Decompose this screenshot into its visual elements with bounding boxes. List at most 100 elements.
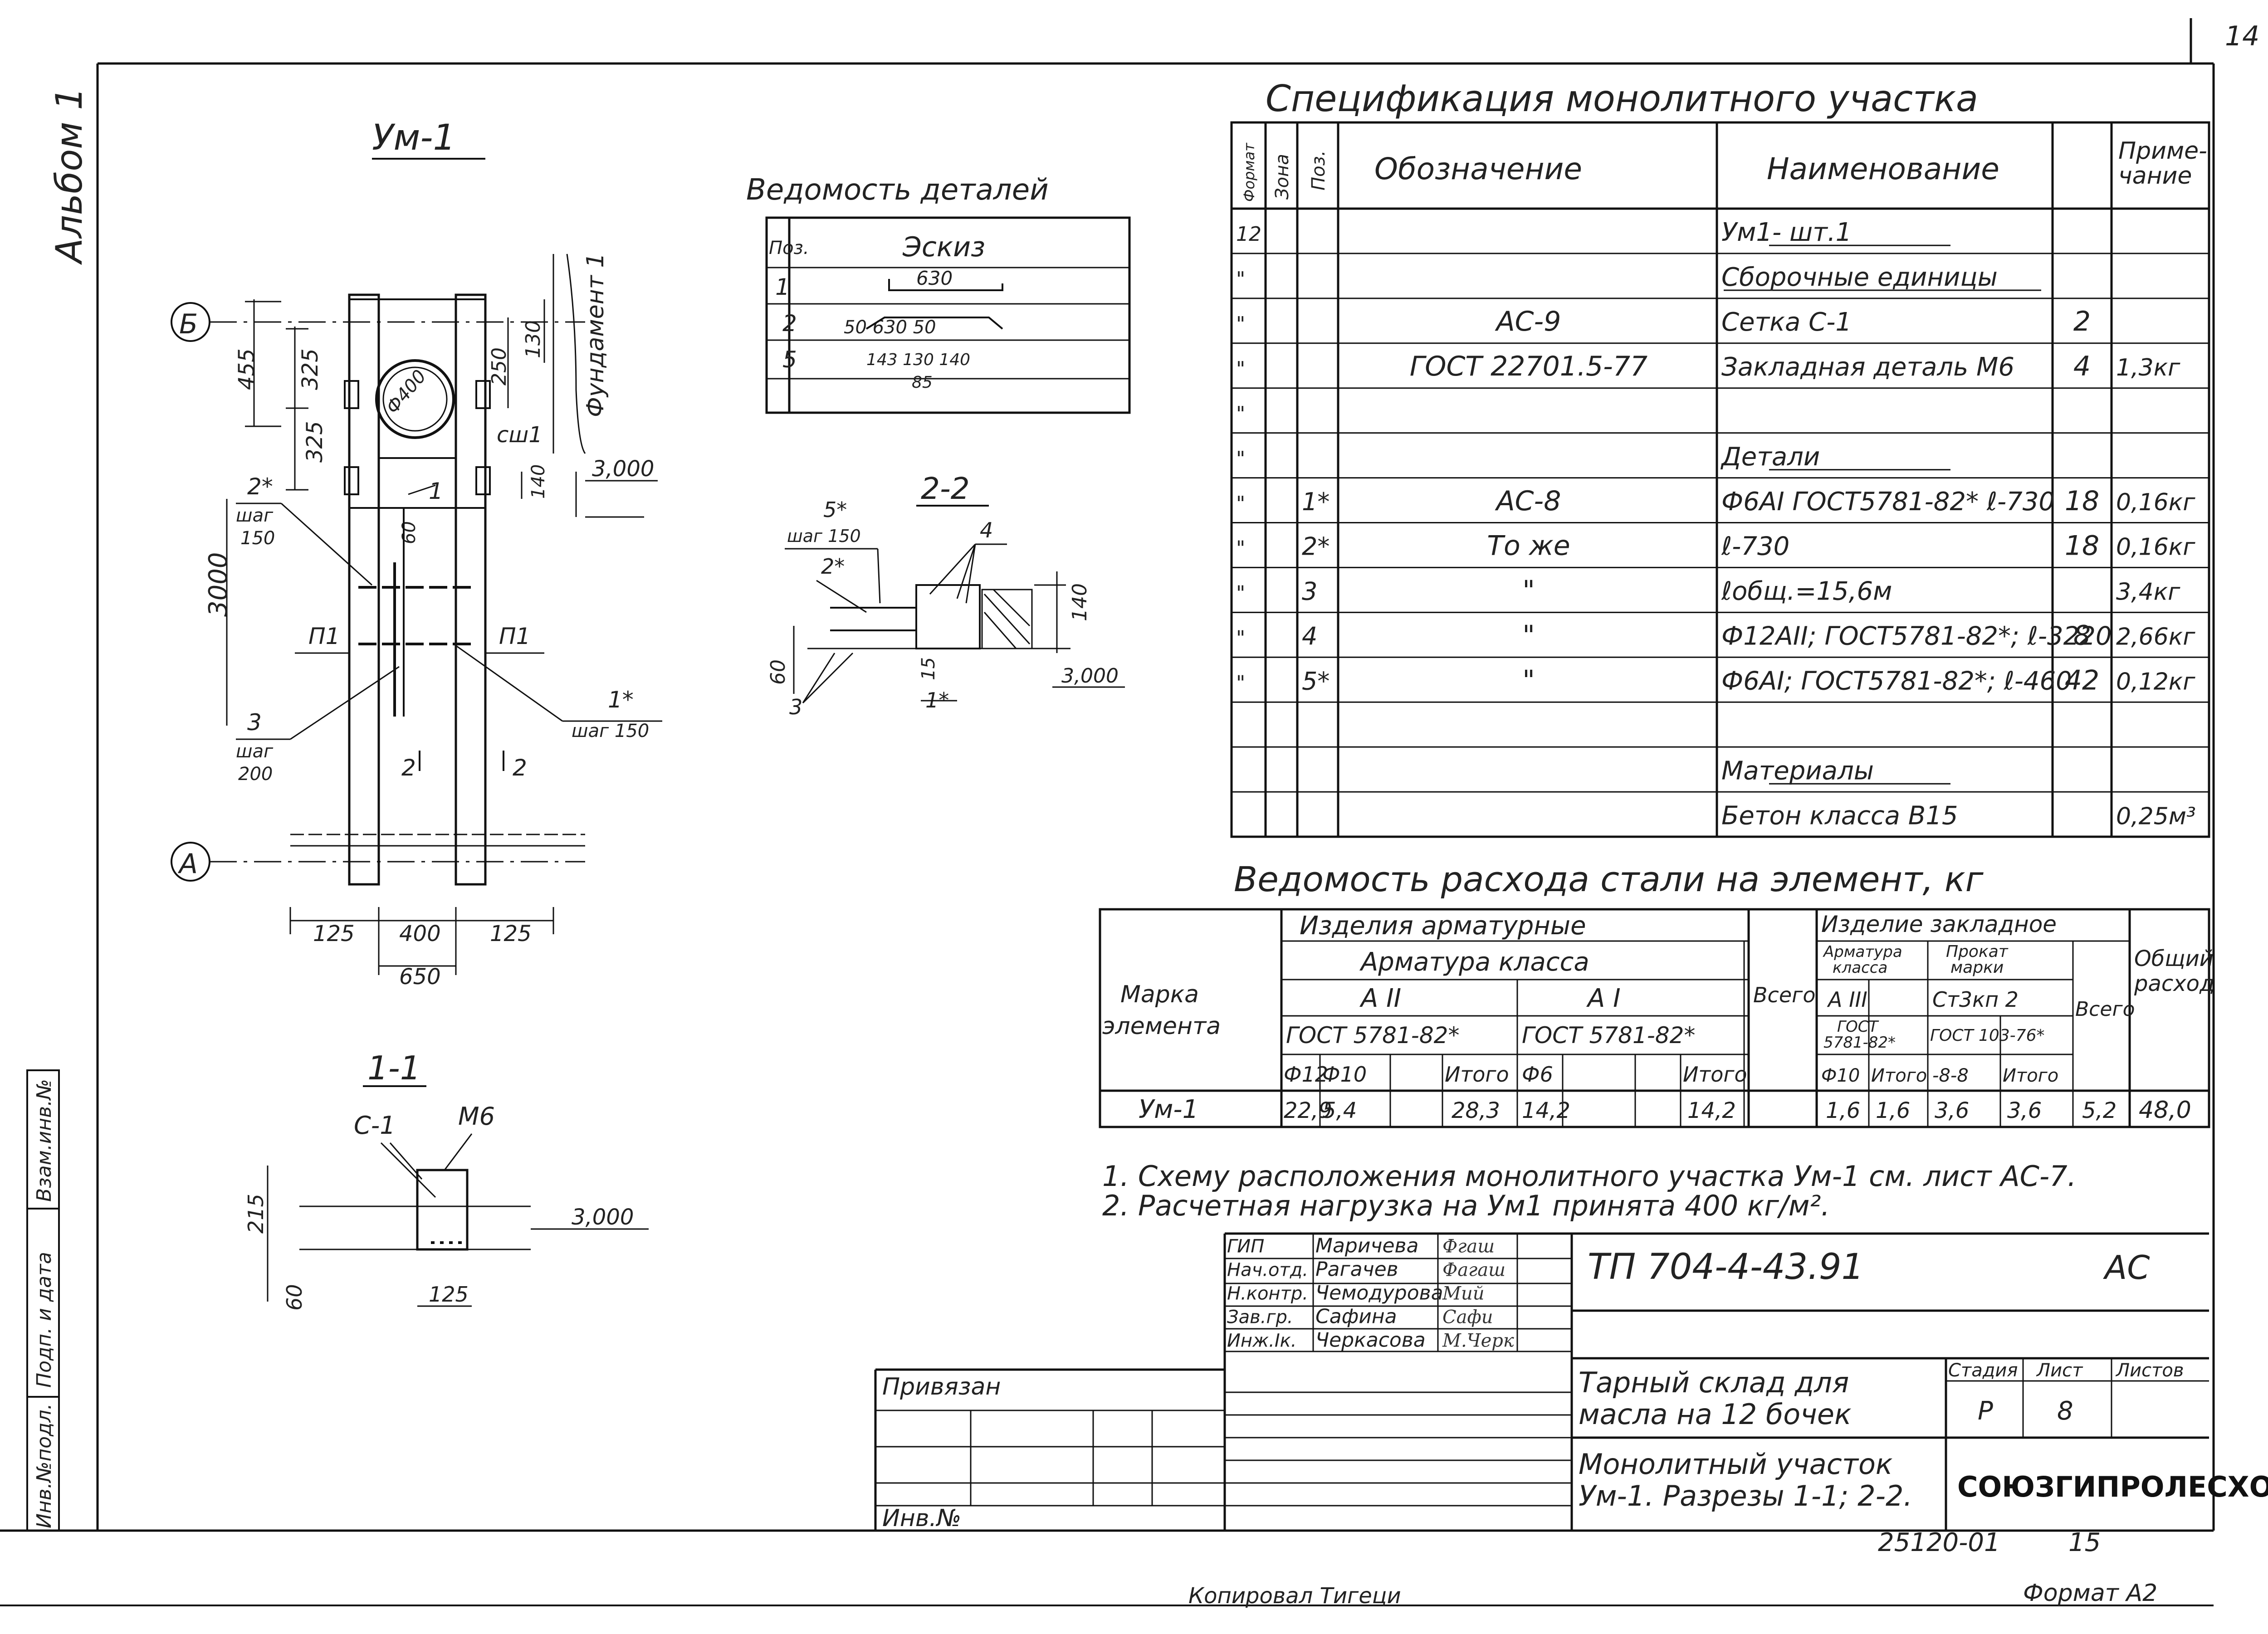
spec-pos: 4 [1302, 622, 1317, 651]
steel-h-itogo4: Итого [2003, 1065, 2058, 1086]
spec-h-zone: Зона [1272, 154, 1293, 200]
stamp-inv: Инв.№ [882, 1505, 961, 1532]
dim-400: 400 [399, 921, 441, 946]
c1-label: С-1 [354, 1111, 396, 1140]
dim-125a: 125 [313, 921, 355, 946]
axis-a-label: А [177, 848, 198, 880]
s22-2star: 2* [821, 554, 845, 579]
dim-125b: 125 [490, 921, 532, 946]
details-row1-sketch: 630 [916, 267, 953, 289]
doc-code-2: 15 [2068, 1528, 2101, 1557]
details-table: Ведомость деталей Поз. Эскиз 1 630 2 50 … [746, 173, 1131, 414]
sheet-number: 14 [2225, 20, 2259, 52]
section11-title: 1-1 [367, 1049, 421, 1087]
steel-h-total-2: расход [2134, 971, 2214, 996]
spec-note: 2,66кг [2116, 624, 2195, 651]
spec-format: " [1236, 268, 1245, 291]
shag-200-val: 200 [238, 764, 273, 785]
steel-row-f10b: 1,6 [1826, 1098, 1860, 1123]
s22-dim-15: 15 [918, 657, 939, 680]
steel-h-vsego2: Всего [2075, 998, 2135, 1021]
dim-140: 140 [528, 464, 549, 499]
sheet-frame [0, 18, 2215, 1606]
steel-row-mark: Ум-1 [1139, 1095, 1198, 1124]
spec-designation: " [1522, 665, 1535, 697]
stamp-org: СОЮЗГИПРОЛЕСХОЗ [1957, 1470, 2268, 1503]
stamp-name: Маричева [1315, 1234, 1418, 1258]
steel-h-gost-c-2: 5781-82* [1823, 1034, 1896, 1052]
spec-name: ℓ-730 [1721, 532, 1789, 561]
spec-format: " [1236, 312, 1245, 336]
side-inv-podl: Инв.№подл. [33, 1403, 56, 1528]
shag-150a-val: 150 [240, 528, 275, 549]
stamp-name: Черкасова [1315, 1329, 1426, 1352]
section-2-2: 2-2 5* шаг 150 2* 4 140 60 15 3 1* 3,000 [767, 471, 1125, 719]
spec-name: Детали [1720, 442, 1820, 472]
spec-format: 12 [1236, 223, 1261, 246]
side-vzam: Взам.инв.№ [33, 1079, 56, 1202]
s11-dim-60: 60 [282, 1284, 307, 1311]
s11-dim-215: 215 [244, 1194, 268, 1234]
spec-qty: 42 [2065, 665, 2099, 697]
mark-2star: 2* [247, 473, 273, 500]
spec-format: " [1236, 537, 1245, 560]
p1-left: П1 [308, 623, 340, 649]
steel-row-itogo1: 28,3 [1452, 1098, 1500, 1123]
steel-h-vsego1: Всего [1753, 983, 1815, 1007]
stamp-sheet: 8 [2057, 1396, 2073, 1426]
spec-note: 0,16кг [2116, 489, 2195, 516]
spec-format: " [1236, 492, 1245, 515]
stamp-sheet-title-2: Ум-1. Разрезы 1-1; 2-2. [1579, 1479, 1912, 1512]
spec-pos: 3 [1302, 577, 1317, 606]
m6-label: М6 [458, 1102, 495, 1131]
spec-name: Ф6АI; ГОСТ5781-82*; ℓ-460 [1721, 667, 2072, 696]
steel-h-f6: Ф6 [1522, 1062, 1553, 1087]
note-1: 1. Схему расположения монолитного участк… [1102, 1160, 2076, 1193]
stamp-object-2: масла на 12 бочек [1579, 1398, 1852, 1431]
steel-h-prokat-1: Прокат [1946, 942, 2009, 961]
steel-h-a3: А III [1827, 987, 1867, 1012]
spec-note: 0,25м³ [2116, 803, 2196, 830]
stamp-sign: Фгаш [1442, 1236, 1495, 1257]
side-podp: Подп. и дата [33, 1252, 56, 1388]
spec-note: 0,16кг [2116, 534, 2195, 561]
dim-325b: 325 [302, 421, 327, 463]
steel-row-itogo4: 3,6 [2007, 1098, 2042, 1123]
details-row5-pos: 5 [782, 346, 797, 373]
stamp-h-stage: Стадия [1948, 1360, 2018, 1381]
stamp-role: Н.контр. [1227, 1283, 1308, 1304]
csh1-label: сш1 [497, 422, 543, 448]
p1-right: П1 [499, 623, 530, 649]
spec-name: ℓобщ.=15,6м [1721, 577, 1892, 606]
plan-title: Ум-1 [372, 117, 455, 158]
stamp-sign: М.Черк [1442, 1331, 1514, 1351]
pipe-dia: Ф400 [382, 366, 430, 418]
spec-h-format: Формат [1241, 142, 1258, 202]
spec-name: Сборочные единицы [1721, 263, 1998, 292]
dim-3000: 3000 [204, 552, 233, 617]
spec-format: " [1236, 627, 1245, 650]
album-label: Альбом 1 [48, 87, 90, 265]
spec-pos: 2* [1302, 532, 1330, 561]
dim-250: 250 [488, 347, 511, 385]
spec-note: 1,3кг [2116, 354, 2180, 381]
details-row1-pos: 1 [775, 274, 790, 300]
details-title: Ведомость деталей [746, 173, 1049, 207]
shag-200: шаг [236, 741, 274, 762]
spec-designation: " [1522, 575, 1535, 607]
s22-shag150: шаг 150 [787, 526, 861, 546]
spec-format: " [1236, 582, 1245, 605]
stamp-h-sheets: Листов [2115, 1360, 2184, 1381]
steel-table: Ведомость расхода стали на элемент, кг [1099, 859, 2214, 1128]
spec-h-name: Наименование [1767, 151, 1999, 186]
spec-qty: 8 [2073, 620, 2091, 652]
steel-h-zakl: Изделие закладное [1821, 911, 2057, 937]
steel-h-mark-1: Марка [1120, 981, 1199, 1008]
steel-h-f10: Ф10 [1322, 1062, 1367, 1087]
section22-title: 2-2 [921, 471, 970, 506]
steel-row-total: 48,0 [2139, 1097, 2191, 1124]
stamp-stage: Р [1978, 1396, 1993, 1426]
steel-h-f10b: Ф10 [1821, 1065, 1860, 1086]
